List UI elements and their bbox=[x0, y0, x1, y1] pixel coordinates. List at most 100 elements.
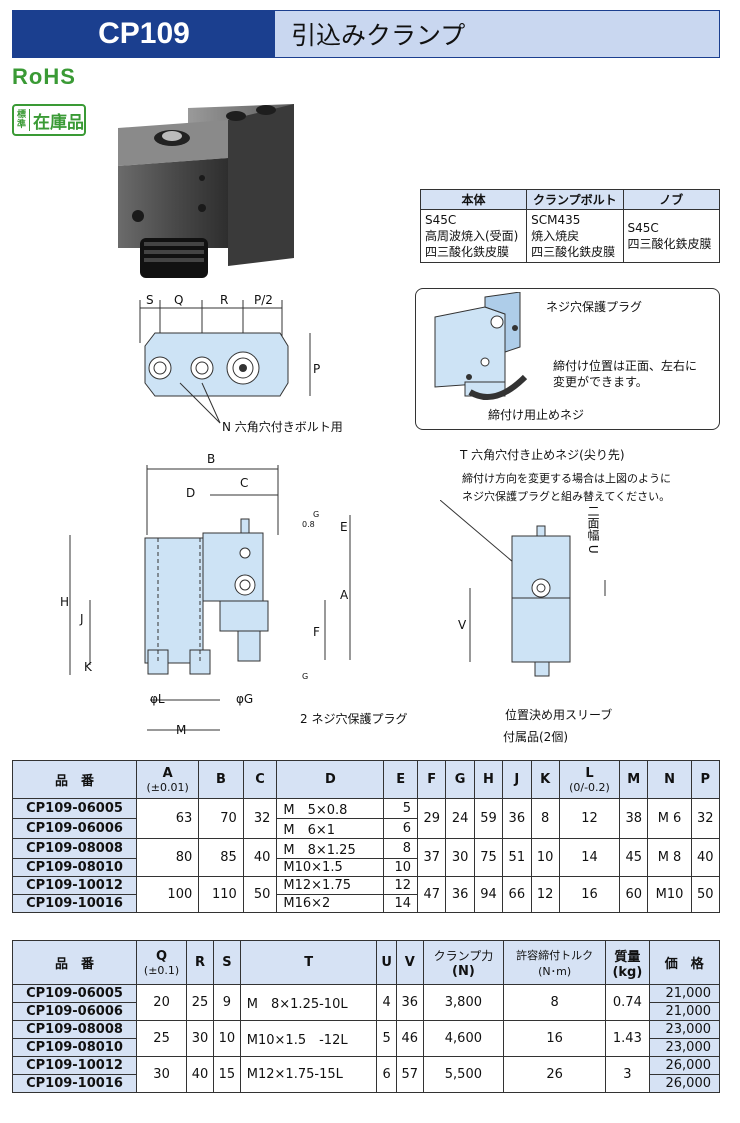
dim-p2: P/2 bbox=[254, 293, 273, 307]
cell-mass: 1.43 bbox=[605, 1020, 650, 1057]
cell-j: 51 bbox=[502, 838, 532, 877]
cell-price: 23,000 bbox=[648, 1020, 721, 1039]
product-photo bbox=[118, 104, 294, 278]
dim-g: φG bbox=[236, 692, 254, 706]
cell-s: 15 bbox=[212, 1056, 241, 1093]
clamp-position-note bbox=[415, 288, 720, 430]
t2-head-t: T bbox=[239, 940, 378, 985]
part-number: CP109-08008 bbox=[12, 838, 137, 859]
cell-b: 110 bbox=[198, 876, 244, 913]
part-number: CP109-06005 bbox=[12, 798, 137, 819]
note-plug2: 2 ネジ穴保護プラグ bbox=[300, 712, 408, 726]
cell-p: 32 bbox=[690, 798, 721, 839]
cell-d: M16×2 bbox=[276, 894, 385, 913]
dim-m: M bbox=[176, 723, 187, 737]
dim-f08-top: 0.8 bbox=[302, 520, 315, 529]
cell-d: M 8×1.25 bbox=[276, 838, 385, 859]
cell-m: 45 bbox=[619, 838, 649, 877]
t2-head-q: Q(±0.1) bbox=[135, 940, 188, 985]
cell-l: 16 bbox=[558, 876, 621, 913]
dim-d: D bbox=[186, 486, 196, 500]
cell-t: M10×1.5 -12L bbox=[239, 1020, 378, 1057]
cell-g: 30 bbox=[445, 838, 475, 877]
dim-r: R bbox=[220, 293, 229, 307]
cell-f: 47 bbox=[417, 876, 447, 913]
product-code: CP109 bbox=[13, 11, 275, 57]
cell-e: 6 bbox=[383, 818, 419, 839]
t1-head-d: D bbox=[276, 760, 385, 799]
note-sleeve: 位置決め用スリーブ bbox=[505, 708, 613, 722]
cell-r: 25 bbox=[186, 984, 214, 1021]
part-number: CP109-08008 bbox=[12, 1020, 137, 1039]
t2-head-force: クランプ力(N) bbox=[422, 940, 505, 985]
note-accessory: 付属品(2個) bbox=[503, 730, 568, 744]
cell-v: 57 bbox=[395, 1056, 424, 1093]
dim-g-bot: G bbox=[302, 672, 309, 681]
note-position1: 締付け位置は正面、左右に bbox=[553, 359, 698, 373]
cell-n: M 6 bbox=[647, 798, 692, 839]
cell-t: M12×1.75-15L bbox=[239, 1056, 378, 1093]
t1-head-c: C bbox=[242, 760, 278, 799]
cell-l: 12 bbox=[558, 798, 621, 839]
t2-head-v: V bbox=[395, 940, 424, 985]
t1-head-k: K bbox=[530, 760, 560, 799]
mat-head-knob: ノブ bbox=[622, 189, 721, 210]
dim-c: C bbox=[240, 476, 249, 490]
cell-h: 59 bbox=[473, 798, 504, 839]
cell-e: 8 bbox=[383, 838, 419, 859]
spec-table-1: 品 番 A(±0.01) B C D E F G H J K L(0/-0.2)… bbox=[12, 760, 721, 913]
rohs-logo: RoHS bbox=[12, 64, 76, 89]
stock-badge-big: 在庫品 bbox=[33, 112, 84, 133]
cell-h: 75 bbox=[473, 838, 504, 877]
cell-s: 10 bbox=[212, 1020, 241, 1057]
cell-e: 10 bbox=[383, 858, 419, 877]
t1-head-j: J bbox=[502, 760, 532, 799]
part-number: CP109-06006 bbox=[12, 1002, 137, 1021]
dim-a: A bbox=[340, 588, 349, 602]
t1-head-b: B bbox=[198, 760, 244, 799]
cell-j: 66 bbox=[502, 876, 532, 913]
dim-g-top: G bbox=[313, 510, 320, 519]
top-view-drawing bbox=[139, 300, 311, 424]
side-view-drawing bbox=[440, 500, 606, 677]
dim-b: B bbox=[207, 452, 216, 466]
t1-head-m: M bbox=[619, 760, 649, 799]
t1-head-n: N bbox=[647, 760, 692, 799]
cell-c: 50 bbox=[242, 876, 278, 913]
t1-head-p: P bbox=[690, 760, 721, 799]
t2-head-r: R bbox=[186, 940, 214, 985]
t1-head-part: 品 番 bbox=[12, 760, 137, 799]
part-number: CP109-08010 bbox=[12, 1038, 137, 1057]
cell-j: 36 bbox=[502, 798, 532, 839]
dim-k: K bbox=[84, 660, 92, 674]
cell-q: 20 bbox=[135, 984, 188, 1021]
cell-e: 14 bbox=[383, 894, 419, 913]
dim-j: J bbox=[80, 612, 84, 626]
cell-m: 38 bbox=[619, 798, 649, 839]
cell-b: 85 bbox=[198, 838, 244, 877]
t1-head-g: G bbox=[445, 760, 475, 799]
note-plug: ネジ穴保護プラグ bbox=[546, 300, 643, 314]
note-t-screw: T 六角穴付き止めネジ(尖り先) bbox=[460, 448, 625, 462]
note-change2: ネジ穴保護プラグと組み替えてください。 bbox=[462, 490, 671, 503]
product-name: 引込みクランプ bbox=[275, 11, 719, 57]
part-number: CP109-10012 bbox=[12, 876, 137, 895]
t1-head-h: H bbox=[473, 760, 504, 799]
part-number: CP109-10016 bbox=[12, 1074, 137, 1093]
cell-torque: 8 bbox=[503, 984, 607, 1021]
front-view-drawing bbox=[69, 465, 351, 731]
cell-e: 12 bbox=[383, 876, 419, 895]
cell-r: 40 bbox=[186, 1056, 214, 1093]
cell-price: 26,000 bbox=[648, 1056, 721, 1075]
cell-f: 37 bbox=[417, 838, 447, 877]
t2-head-mass: 質量(kg) bbox=[605, 940, 650, 985]
